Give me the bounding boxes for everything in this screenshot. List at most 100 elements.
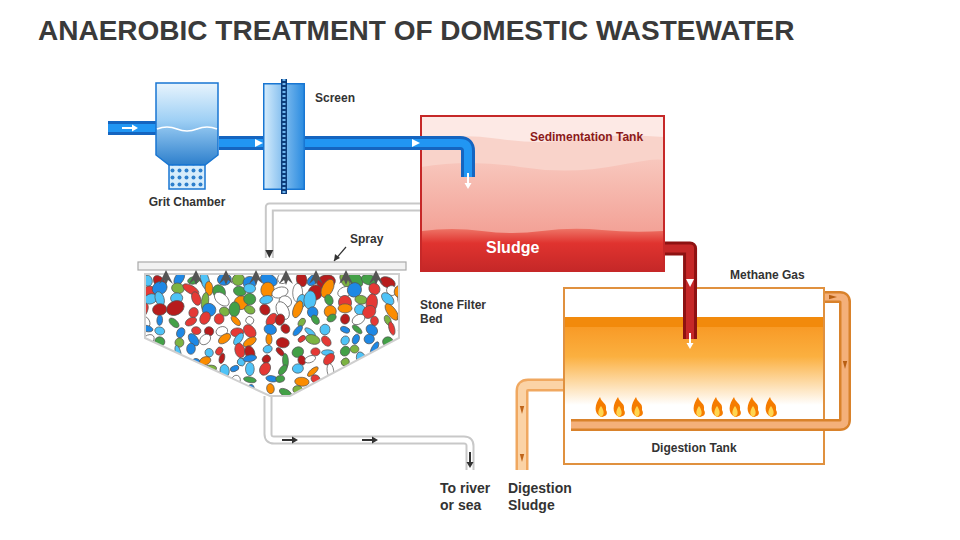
node-shape <box>263 83 305 190</box>
chamber-body <box>156 83 218 165</box>
flame <box>632 397 643 417</box>
stone <box>141 387 152 399</box>
bed-outline <box>145 274 399 396</box>
flame-core <box>732 406 737 417</box>
flame <box>712 397 723 417</box>
stone <box>257 361 272 378</box>
stone <box>398 301 414 322</box>
node-label: Screen <box>315 91 355 105</box>
screen-bar <box>281 79 287 194</box>
stone <box>243 304 256 316</box>
stone <box>396 314 406 325</box>
methane-pipe <box>823 297 845 425</box>
stone <box>394 370 408 386</box>
flow-arrow <box>122 125 138 132</box>
stone <box>140 324 154 333</box>
flow-arrow <box>687 333 694 349</box>
stone <box>320 384 330 394</box>
flame-core <box>616 406 621 417</box>
flame-core <box>696 406 701 417</box>
stone <box>243 376 257 384</box>
flow-arrow <box>843 361 847 369</box>
flow-arrow-shaft <box>689 333 691 344</box>
stone <box>198 332 213 347</box>
stone <box>198 310 213 326</box>
flow-arrow-shaft <box>362 439 373 441</box>
flow-arrow-head <box>465 183 472 189</box>
outlet-pipe-core <box>268 396 470 470</box>
stone <box>154 347 166 358</box>
digestion-sludge-pipe <box>522 385 565 470</box>
stone <box>399 363 414 378</box>
stone <box>152 303 168 316</box>
inflow-pipe-core <box>420 143 468 177</box>
flow-arrow-head <box>372 437 378 444</box>
stone <box>382 374 394 386</box>
node-shape <box>155 83 219 190</box>
flow-arrow-head <box>292 437 298 444</box>
stones <box>138 270 414 400</box>
stone <box>326 376 338 388</box>
flow-arrow <box>362 437 378 444</box>
flow-arrow <box>520 406 524 414</box>
stone-filter-bed: Stone Filter Bed <box>138 258 406 400</box>
stone <box>392 283 409 300</box>
stone <box>320 334 333 348</box>
stone <box>157 315 163 326</box>
leader-line <box>334 247 346 261</box>
tank-ground <box>564 288 824 464</box>
flame <box>614 397 625 417</box>
stone <box>218 353 226 365</box>
water-pipe <box>305 142 420 143</box>
stone <box>214 313 224 324</box>
flow-arrow <box>282 437 298 444</box>
node-shape <box>422 227 663 270</box>
flow-arrow <box>467 452 474 468</box>
flame-core <box>634 406 639 417</box>
stone <box>169 366 183 379</box>
stone <box>393 346 409 356</box>
stone <box>266 383 275 394</box>
digestion-sludge-pipe-outline <box>522 385 565 470</box>
node-shape <box>138 258 406 400</box>
flow-arrow-shaft <box>469 452 471 463</box>
methane-gas-label: Methane Gas <box>730 268 805 282</box>
water-layer <box>421 135 664 271</box>
stone <box>190 290 203 306</box>
stone <box>262 344 273 354</box>
stone <box>170 356 185 369</box>
outlet-pipe-outline <box>268 396 470 470</box>
stone <box>338 344 352 358</box>
stone <box>144 352 157 365</box>
outlet-label: Digestion Sludge <box>508 480 584 514</box>
stone <box>184 374 198 388</box>
flow-arrow-shaft <box>122 127 133 129</box>
stone <box>145 344 153 359</box>
grit-deposit <box>169 165 205 189</box>
stone <box>367 384 376 395</box>
stone <box>400 273 413 286</box>
stone <box>385 364 399 379</box>
stone <box>353 363 366 375</box>
flame <box>730 397 741 417</box>
pipe-core <box>305 139 420 147</box>
stone <box>363 333 375 344</box>
stone <box>192 382 201 397</box>
grit-chamber: Grit Chamber <box>155 83 219 190</box>
stone <box>352 373 365 385</box>
pipe-outline <box>305 136 420 150</box>
stone <box>154 326 166 336</box>
stone <box>279 322 291 335</box>
stone <box>292 363 304 373</box>
screen-mesh <box>283 79 286 194</box>
stone <box>398 353 409 363</box>
stone <box>323 293 334 306</box>
stone <box>303 290 317 309</box>
stone <box>369 373 381 388</box>
node-label: Stone Filter Bed <box>420 298 490 327</box>
stone <box>366 358 379 367</box>
flame <box>694 397 705 417</box>
settling-layer <box>421 159 665 271</box>
spray-nozzle <box>279 270 293 285</box>
sludge-pipe <box>663 249 690 288</box>
